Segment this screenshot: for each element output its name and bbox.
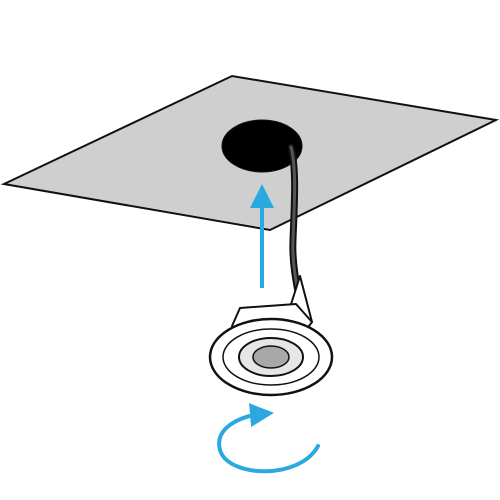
rotate-arrow <box>217 403 320 474</box>
downlight-lens <box>252 345 290 369</box>
recessed-downlight <box>208 303 334 397</box>
cutout-hole <box>221 119 303 173</box>
power-cable-core <box>289 145 302 304</box>
